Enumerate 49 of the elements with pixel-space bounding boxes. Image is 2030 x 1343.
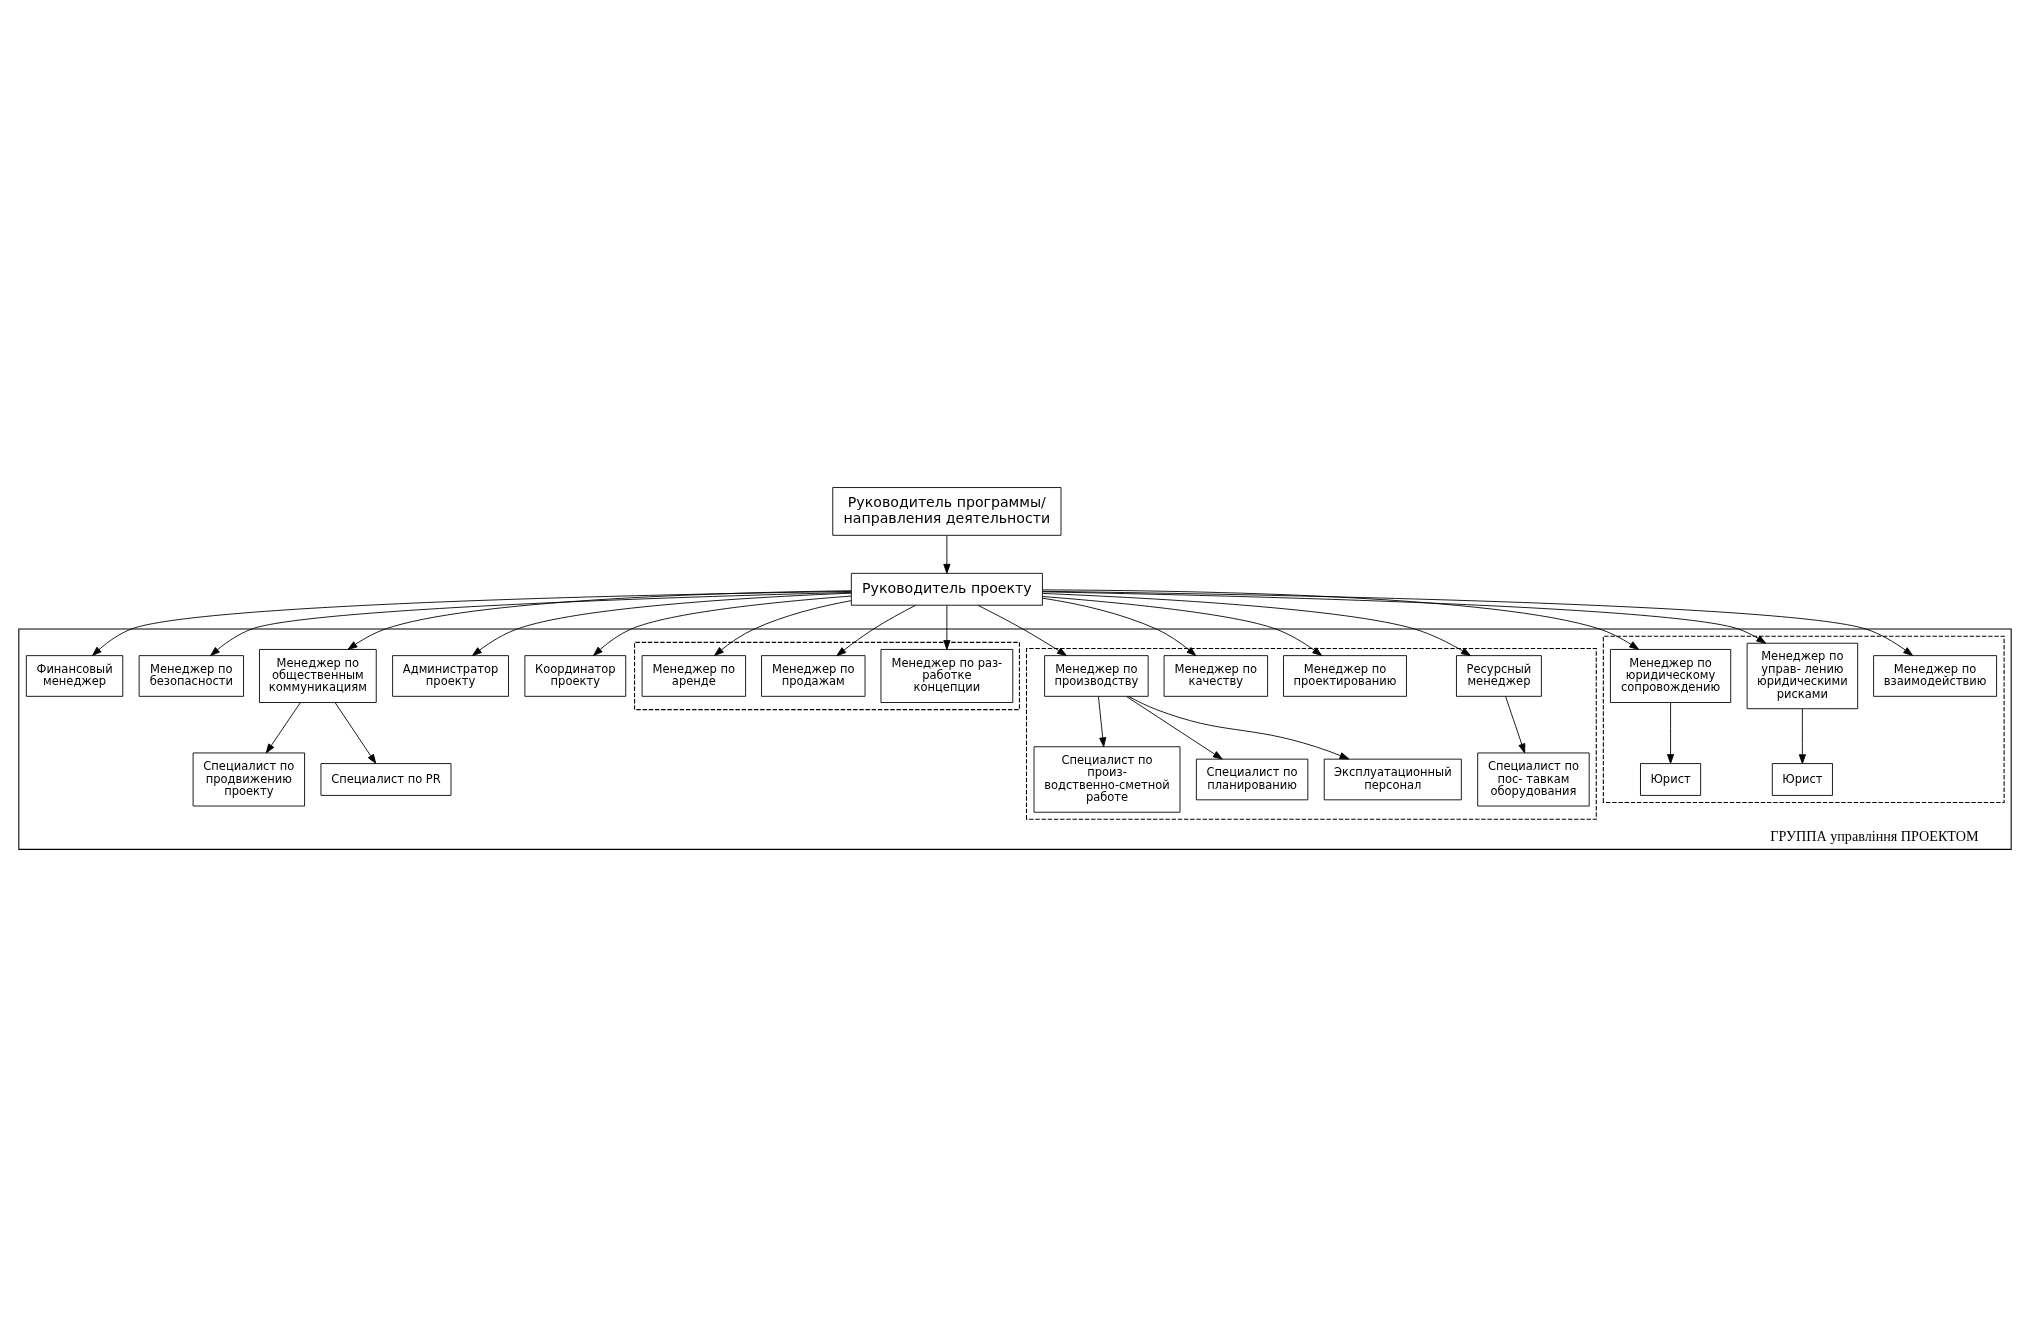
arrow: [1505, 695, 1526, 753]
arrow: [943, 534, 951, 574]
arrow: [1042, 588, 1639, 650]
arrow: [1125, 695, 1223, 759]
node-box: Менеджер по юридическому сопровождению: [1609, 648, 1732, 703]
arrow: [836, 604, 916, 656]
node-box: Менеджер по общественным коммуникациям: [259, 648, 377, 703]
node-box: Специалист по продвижению проекту: [192, 752, 305, 806]
arrow: [1042, 592, 1471, 656]
node-box: Менеджер по безопасности: [138, 654, 244, 697]
node-box: Эксплуатационный персонал: [1323, 758, 1462, 800]
arrow: [472, 592, 852, 656]
arrow: [1798, 707, 1806, 764]
node-box: Специалист по PR: [320, 762, 452, 796]
arrow: [265, 701, 301, 753]
node-box: Координатор проекту: [524, 654, 627, 697]
arrow: [1042, 590, 1767, 644]
arrow: [1098, 695, 1107, 747]
arrow: [92, 590, 852, 656]
node-box: Финансовый менеджер: [25, 654, 124, 697]
node-box: Специалист по планированию: [1195, 758, 1309, 800]
node-box: Юрист: [1771, 762, 1833, 796]
node-box: Менеджер по раз- работке концепции: [880, 648, 1014, 703]
node-box: Ресурсный менеджер: [1456, 654, 1542, 697]
arrow: [1042, 597, 1197, 656]
node-box: Менеджер по управ- лению юридическими рисками: [1746, 642, 1859, 709]
node-box: Руководитель программы/ направления деятельности: [832, 486, 1062, 536]
arrow: [593, 595, 852, 656]
node-box: Специалист по произ- водственно-сметной работе: [1033, 745, 1181, 813]
arrow: [714, 599, 852, 656]
arrow: [977, 604, 1067, 656]
node-box: Руководитель проекту: [850, 572, 1043, 606]
arrow: [1667, 701, 1675, 764]
node-box: Менеджер по аренде: [641, 654, 747, 697]
arrow: [334, 701, 377, 764]
node-box: Менеджер по взаимодействию: [1873, 654, 1997, 697]
node-box: Менеджер по качеству: [1163, 654, 1268, 697]
arrow: [1042, 595, 1323, 656]
node-box: Менеджер по проектированию: [1283, 654, 1407, 697]
arrow: [210, 591, 852, 656]
node-box: Юрист: [1640, 762, 1702, 796]
node-box: Менеджер по производству: [1044, 654, 1149, 697]
node-box: Администратор проекту: [392, 654, 509, 697]
arrow: [943, 604, 951, 650]
arrow: [1128, 695, 1350, 759]
node-box: Специалист по пос- тавкам оборудования: [1477, 752, 1590, 806]
arrow: [1042, 590, 1913, 656]
arrow: [347, 589, 852, 650]
node-box: Менеджер по продажам: [761, 654, 866, 697]
